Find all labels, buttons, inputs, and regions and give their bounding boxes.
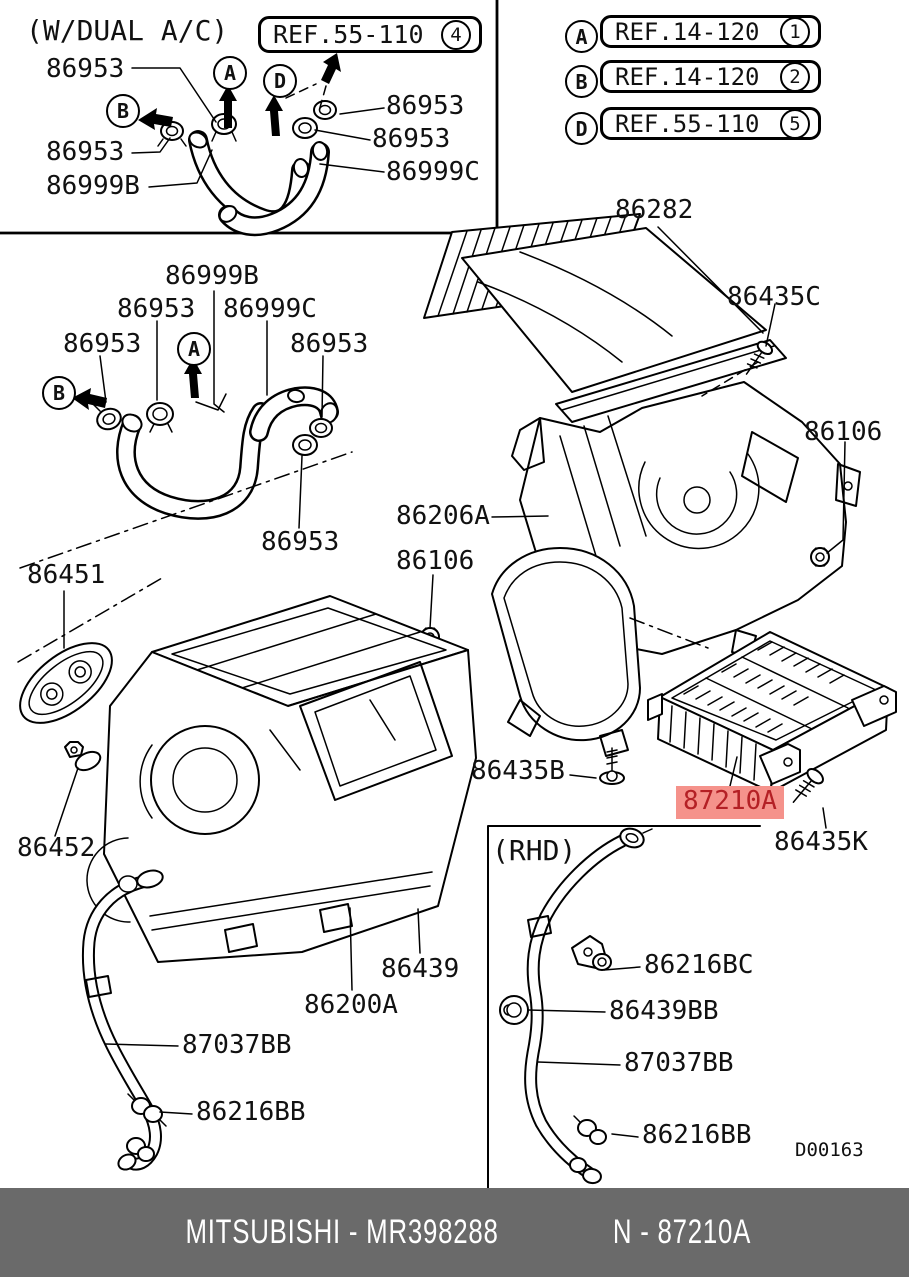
part-label-86435b: 86435B [471, 756, 565, 786]
part-label-86282: 86282 [615, 195, 694, 225]
part-label-86452: 86452 [17, 833, 96, 863]
part-label-87037bb: 87037BB [182, 1030, 292, 1060]
nut-86106-right-icon [810, 547, 830, 567]
screw-86435b-icon [599, 747, 625, 785]
footer-bar: MITSUBISHI - MR398288 N - 87210A [0, 1188, 909, 1277]
part-label-87210a: 87210A [676, 786, 784, 819]
legend-ref-number-2: 2 [780, 61, 810, 92]
part-label-86106: 86106 [396, 546, 475, 576]
part-label-86999c: 86999C [223, 294, 317, 324]
diagram-code-d00163: D00163 [795, 1139, 864, 1161]
legend-ref-box-3: REF.55-110 5 [600, 107, 821, 140]
heater-unit-art [17, 577, 477, 963]
part-label-86999b: 86999B [165, 261, 259, 291]
drain-hose-art [81, 869, 167, 1171]
legend-ref-label-3: REF.55-110 [615, 109, 760, 138]
part-label-86953: 86953 [117, 294, 196, 324]
callout-marker-b: B [106, 94, 140, 128]
rhd-panel-title: (RHD) [492, 834, 577, 867]
part-label-86999b: 86999B [46, 171, 140, 201]
part-label-86216bc: 86216BC [644, 950, 754, 980]
part-label-86435c: 86435C [727, 282, 821, 312]
part-label-86953: 86953 [372, 124, 451, 154]
part-label-86953: 86953 [386, 91, 465, 121]
dual-ac-hoses-art [157, 83, 337, 237]
arrow-markers [72, 53, 341, 411]
dual-ac-panel-title: (W/DUAL A/C) [26, 14, 229, 47]
screw-86435c-icon [745, 340, 774, 375]
dual-ac-ref-box: REF.55-110 4 [258, 16, 482, 53]
part-label-86106: 86106 [804, 417, 883, 447]
footer-brand-part: MITSUBISHI - MR398288 [185, 1213, 500, 1251]
part-label-86200a: 86200A [304, 990, 398, 1020]
cabin-filter-art [629, 617, 897, 793]
legend-ref-number-1: 1 [780, 16, 810, 47]
legend-ref-label-2: REF.14-120 [615, 62, 760, 91]
legend-ref-label-1: REF.14-120 [615, 17, 760, 46]
callout-marker-d: D [263, 64, 297, 98]
part-label-86999c: 86999C [386, 157, 480, 187]
callout-marker-a: A [213, 56, 247, 90]
main-hvac-unit-art [423, 213, 861, 757]
leader-lines [54, 67, 846, 1138]
part-label-86206a: 86206A [396, 501, 490, 531]
legend-ref-box-2: REF.14-120 2 [600, 60, 821, 93]
part-label-86435k: 86435K [774, 827, 868, 857]
part-label-86216bb: 86216BB [642, 1120, 752, 1150]
part-label-86953: 86953 [290, 329, 369, 359]
plate-86451-icon [19, 642, 113, 724]
part-label-86439: 86439 [381, 954, 460, 984]
part-label-86953: 86953 [261, 527, 340, 557]
part-label-86451: 86451 [27, 560, 106, 590]
heater-hoses-art [19, 386, 353, 569]
footer-ref-number: N - 87210A [612, 1213, 751, 1251]
part-label-86953: 86953 [46, 137, 125, 167]
legend-letter-d: D [565, 112, 598, 145]
dual-ac-ref-label: REF.55-110 [273, 20, 424, 49]
part-label-86953: 86953 [63, 329, 142, 359]
legend-ref-box-1: REF.14-120 1 [600, 15, 821, 48]
callout-marker-b: B [42, 376, 76, 410]
part-label-86953: 86953 [46, 54, 125, 84]
part-label-86216bb: 86216BB [196, 1097, 306, 1127]
legend-ref-number-3: 5 [780, 108, 810, 139]
screw-86435k-icon [792, 768, 824, 803]
part-label-86439bb: 86439BB [609, 996, 719, 1026]
legend-letter-a: A [565, 20, 598, 53]
bolt-86452-icon [64, 741, 102, 772]
legend-letter-b: B [565, 65, 598, 98]
part-label-87037bb: 87037BB [624, 1048, 734, 1078]
dual-ac-ref-number: 4 [441, 19, 471, 50]
callout-marker-a: A [177, 332, 211, 366]
